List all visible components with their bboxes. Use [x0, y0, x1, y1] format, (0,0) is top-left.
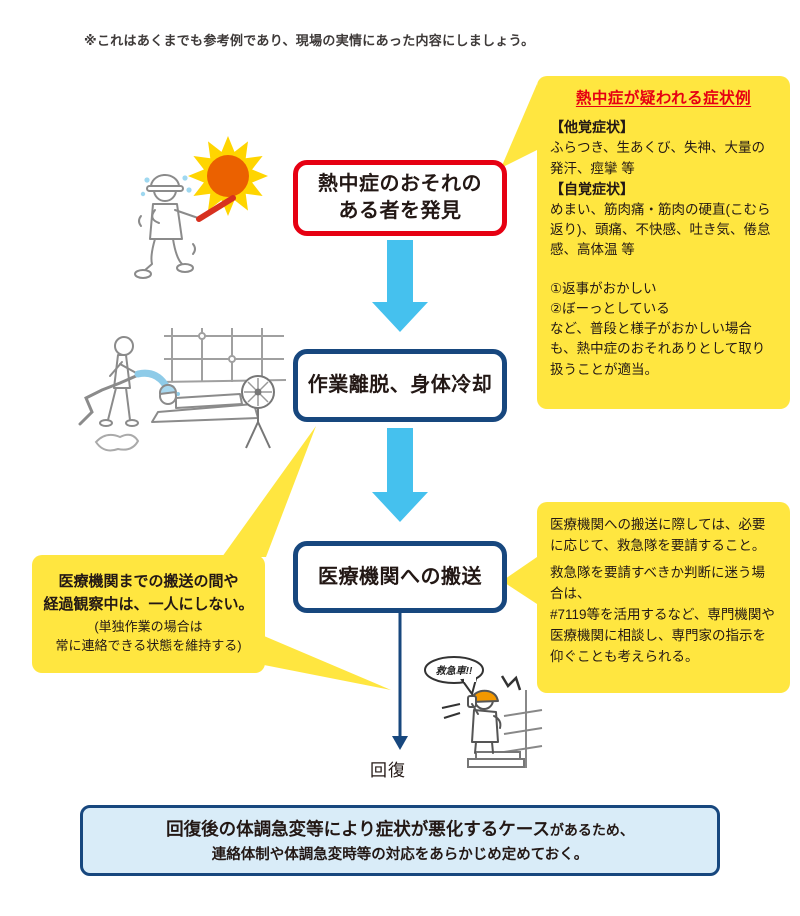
transport-note-pointer: [502, 557, 537, 604]
lying-worker-figure: [151, 383, 259, 423]
left-callout-pointer-right: [264, 636, 391, 690]
banner-suffix-text: があるため、: [549, 821, 634, 838]
phone-call-illustration: 救急車!!: [424, 656, 543, 768]
caller-figure: [467, 689, 502, 754]
symptoms-callout-pointer: [501, 84, 537, 168]
symptoms-heading-subjective: 【自覚症状】: [550, 180, 634, 197]
ambulance-request-note: 医療機関への搬送に際しては、必要に応じて、救急隊を要請すること。 救急隊を要請す…: [537, 502, 790, 693]
ambulance-note-p2: 救急隊を要請すべきか判断に迷う場合は、: [550, 564, 766, 601]
discovery-label-line2: ある者を発見: [338, 200, 462, 222]
traffic-baton: [196, 195, 236, 222]
no-alone-sub1: (単独作業の場合は: [94, 618, 203, 634]
symptoms-title: 熱中症が疑われる症状例: [575, 90, 752, 107]
water-hose: [78, 374, 138, 426]
no-alone-line1: 医療機関までの搬送の間や: [58, 573, 239, 590]
discovery-label-line1: 熱中症のおそれの: [318, 173, 482, 195]
symptoms-heading-objective: 【他覚症状】: [550, 119, 634, 136]
flow-arrow-1: [372, 240, 428, 332]
sun-icon: [188, 136, 268, 216]
alarm-spikes: [500, 675, 522, 691]
flow-arrow-2: [372, 428, 428, 522]
symptoms-footer: など、普段と様子がおかしい場合も、熱中症のおそれありとして取り扱うことが適当。: [550, 321, 766, 377]
symptoms-item-2: ②ぼーっとしている: [550, 300, 670, 316]
sweat-drops: [140, 175, 192, 197]
speech-bubble-text: 救急車!!: [436, 665, 473, 677]
sweating-worker-figure: [134, 173, 202, 279]
recovery-arrow-head: [392, 736, 408, 750]
clothes-pile: [94, 433, 140, 452]
symptoms-body-objective: ふらつき、生あくび、失神、大量の発汗、痙攣 等: [550, 140, 766, 176]
ambulance-note-p3: #7119等を活用するなど、専門機関や医療機関に相談し、専門家の指示を仰ぐことも…: [550, 606, 775, 664]
disclaimer-note: ※これはあくまでも参考例であり、現場の実情にあった内容にしましょう。: [84, 33, 535, 48]
cooling-label: 作業離脱、身体冷却: [307, 374, 493, 396]
platform: [467, 751, 525, 768]
shout-lines: [441, 703, 461, 719]
no-alone-sub2: 常に連絡できる状態を維持する): [55, 638, 242, 654]
helper-figure: [99, 336, 139, 427]
ambulance-speech-bubble: 救急車!!: [424, 656, 484, 697]
flow-step-transport: 医療機関への搬送: [293, 541, 507, 613]
cooling-illustration: [78, 328, 287, 452]
transport-label: 医療機関への搬送: [318, 565, 482, 588]
recovery-label: 回復: [370, 761, 406, 780]
flow-step-cooling: 作業離脱、身体冷却: [293, 349, 507, 422]
banner-main-text: 回復後の体調急変等により症状が悪化するケース: [166, 818, 550, 839]
symptoms-body-subjective: めまい、筋肉痛・筋肉の硬直(こむら返り)、頭痛、不快感、吐き気、倦怠感、高体温 …: [550, 201, 771, 258]
scaffolding: [159, 328, 287, 383]
flow-step-discovery: 熱中症のおそれの ある者を発見: [293, 160, 507, 236]
advance-planning-banner: 回復後の体調急変等により症状が悪化するケースがあるため、 連絡体制や体調急変時等…: [80, 805, 720, 876]
banner-line2: 連絡体制や体調急変時等の対応をあらかじめ定めておく。: [211, 847, 589, 864]
no-alone-callout: 医療機関までの搬送の間や 経過観察中は、一人にしない。 (単独作業の場合は 常に…: [32, 555, 265, 673]
symptoms-item-1: ①返事がおかしい: [550, 280, 657, 296]
spacer: [550, 261, 777, 279]
ambulance-note-p1: 医療機関への搬送に際しては、必要に応じて、救急隊を要請すること。: [550, 517, 766, 553]
symptoms-callout: 熱中症が疑われる症状例 【他覚症状】 ふらつき、生あくび、失神、大量の発汗、痙攣…: [537, 76, 790, 409]
no-alone-line2: 経過観察中は、一人にしない。: [43, 596, 254, 614]
worker-sun-illustration: [134, 136, 268, 279]
